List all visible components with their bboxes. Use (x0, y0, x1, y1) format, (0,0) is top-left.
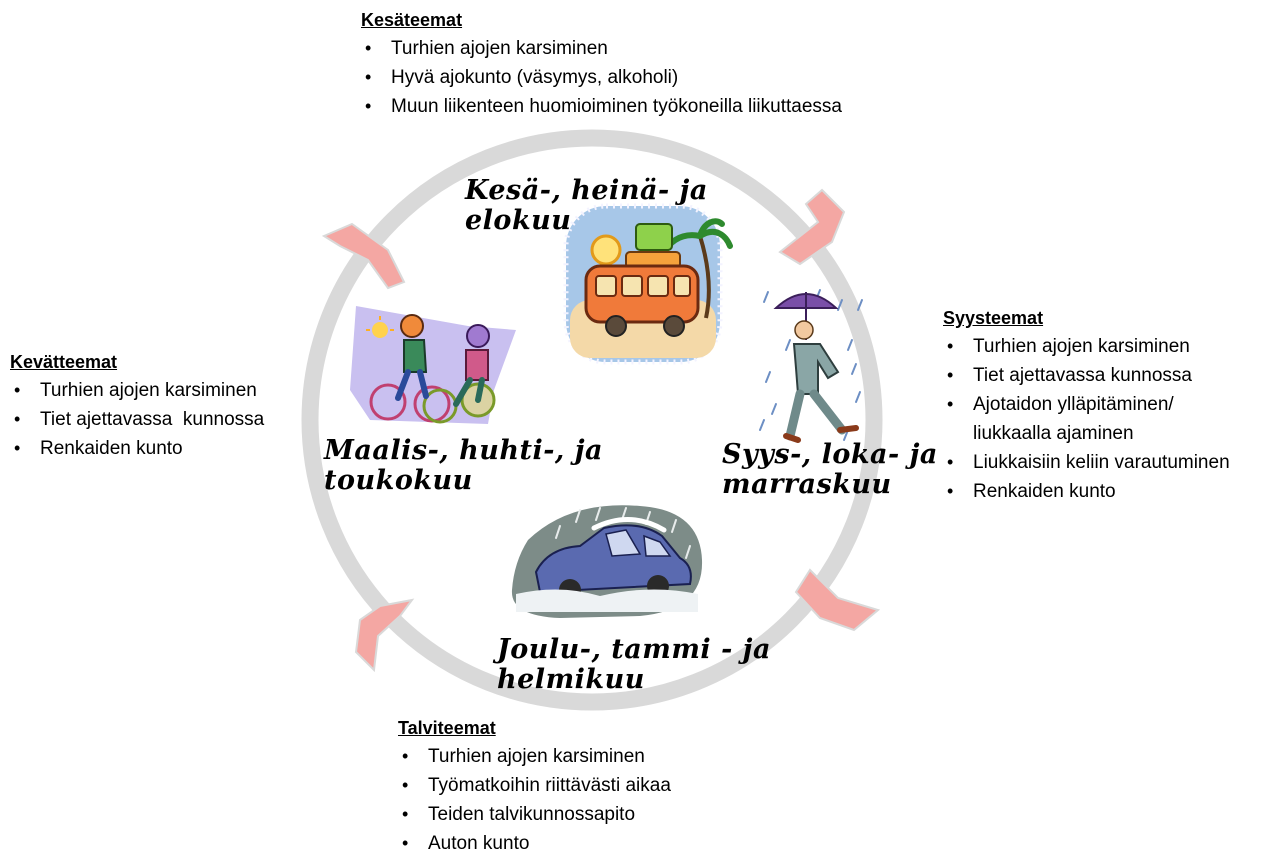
list-item: Renkaiden kunto (943, 477, 1230, 506)
list-item: Turhien ajojen karsiminen (943, 332, 1230, 361)
list-item: Turhien ajojen karsiminen (398, 742, 671, 771)
spring-cyclists-icon (350, 306, 516, 424)
list-item: Tiet ajettavassa kunnossa (943, 361, 1230, 390)
summer-season-label: Kesä-, heinä- ja elokuu (465, 176, 708, 236)
winter-themes: Talviteemat Turhien ajojen karsiminen Ty… (398, 716, 671, 858)
list-item: Ajotaidon ylläpitäminen/ liukkaalla ajam… (943, 390, 1230, 448)
cycle-ring (301, 129, 883, 711)
cycle-arrow-bottom-right (794, 568, 881, 632)
spring-themes: Kevätteemat Turhien ajojen karsiminen Ti… (10, 350, 264, 463)
summer-themes-title: Kesäteemat (361, 10, 463, 30)
list-item: Muun liikenteen huomioiminen työkoneilla… (361, 92, 842, 121)
spring-season-label: Maalis-, huhti-, ja toukokuu (324, 436, 603, 496)
list-item: Liukkaisiin keliin varautuminen (943, 448, 1230, 477)
autumn-season-label-line1: Syys-, loka- ja (722, 439, 938, 470)
winter-snow-car-icon (511, 505, 703, 618)
list-item: Työmatkoihin riittävästi aikaa (398, 771, 671, 800)
cycle-arrow-top-left (321, 222, 406, 290)
winter-themes-title: Talviteemat (398, 718, 496, 738)
summer-bus-icon (563, 203, 733, 365)
spring-season-label-line1: Maalis-, huhti-, ja (324, 435, 603, 466)
list-item: Tiet ajettavassa kunnossa (10, 405, 264, 434)
list-item: Auton kunto (398, 829, 671, 858)
autumn-rain-walker-icon (759, 289, 863, 443)
winter-themes-list: Turhien ajojen karsiminen Työmatkoihin r… (398, 742, 671, 858)
autumn-themes: Syysteemat Turhien ajojen karsiminen Tie… (943, 306, 1230, 506)
summer-themes: Kesäteemat Turhien ajojen karsiminen Hyv… (361, 8, 842, 121)
cycle-arrow-top-right (778, 188, 846, 266)
winter-season-label-line1: Joulu-, tammi - ja (497, 634, 771, 665)
list-item: Hyvä ajokunto (väsymys, alkoholi) (361, 63, 842, 92)
list-item: Turhien ajojen karsiminen (10, 376, 264, 405)
winter-season-label: Joulu-, tammi - ja helmikuu (497, 635, 771, 695)
autumn-season-label-line2: marraskuu (722, 469, 892, 500)
list-item-continuation: liukkaalla ajaminen (973, 423, 1134, 444)
autumn-themes-title: Syysteemat (943, 308, 1044, 328)
list-item: Turhien ajojen karsiminen (361, 34, 842, 63)
autumn-themes-list: Turhien ajojen karsiminen Tiet ajettavas… (943, 332, 1230, 506)
spring-season-label-line2: toukokuu (324, 465, 473, 496)
list-item: Teiden talvikunnossapito (398, 800, 671, 829)
autumn-season-label: Syys-, loka- ja marraskuu (722, 440, 938, 500)
spring-themes-list: Turhien ajojen karsiminen Tiet ajettavas… (10, 376, 264, 463)
spring-themes-title: Kevätteemat (10, 352, 118, 372)
summer-season-label-line2: elokuu (465, 205, 572, 236)
list-item: Renkaiden kunto (10, 434, 264, 463)
summer-season-label-line1: Kesä-, heinä- ja (465, 175, 708, 206)
winter-season-label-line2: helmikuu (497, 664, 645, 695)
cycle-arrow-bottom-left (354, 598, 415, 673)
summer-themes-list: Turhien ajojen karsiminen Hyvä ajokunto … (361, 34, 842, 121)
list-item-text: Ajotaidon ylläpitäminen/ (973, 394, 1174, 415)
